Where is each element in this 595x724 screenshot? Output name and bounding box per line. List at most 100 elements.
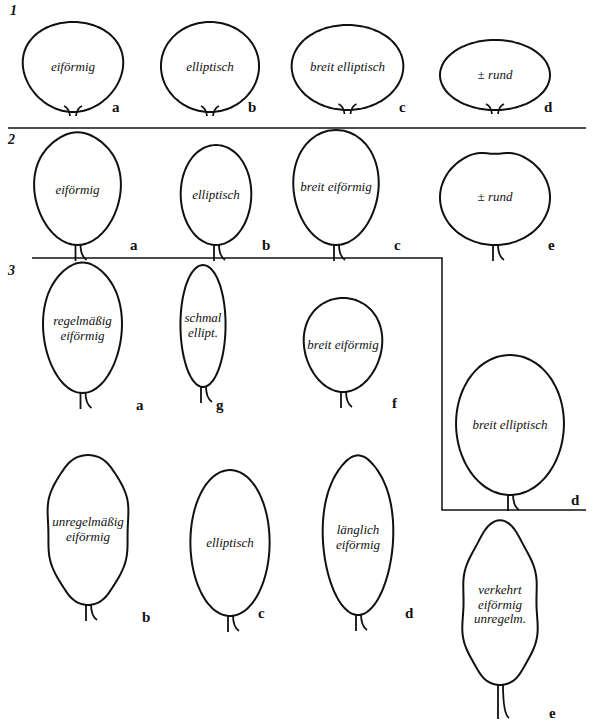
leaf-shape: unregelmäßig eiförmig bbox=[45, 455, 131, 605]
leaf-blade bbox=[161, 22, 259, 112]
text-holder: elliptisch bbox=[190, 470, 270, 616]
leaf-blade bbox=[292, 25, 404, 110]
figure-letter: a bbox=[112, 100, 120, 115]
figure-letter: d bbox=[571, 493, 579, 508]
leaf-blade bbox=[34, 132, 121, 245]
leaf-stalk bbox=[356, 614, 367, 631]
leaf-blade bbox=[48, 455, 129, 605]
leaf-stalk bbox=[498, 684, 509, 719]
leaf-blade bbox=[293, 130, 378, 245]
leaf-shape: elliptisch bbox=[180, 145, 252, 245]
leaf-blade bbox=[190, 470, 269, 616]
text-holder: breit eiförmig bbox=[300, 298, 386, 392]
leaf-stalk bbox=[81, 392, 92, 409]
leaf-shape: eiförmig bbox=[30, 135, 125, 245]
leaf-shape: eiförmig bbox=[18, 22, 128, 112]
shape-name: verkehrt eiförmig unregelm. bbox=[466, 583, 535, 628]
text-holder: länglich eiförmig bbox=[320, 460, 396, 615]
leaf-blade bbox=[43, 262, 122, 393]
shape-name: schmal ellipt. bbox=[183, 311, 223, 341]
leaf-blade bbox=[323, 455, 394, 615]
figure-letter: f bbox=[392, 396, 397, 411]
figure-letter: e bbox=[549, 706, 556, 721]
text-holder: verkehrt eiförmig unregelm. bbox=[460, 525, 540, 685]
leaf-stalk bbox=[64, 106, 82, 116]
figure-letter: g bbox=[216, 398, 224, 413]
figure-letter: d bbox=[544, 100, 552, 115]
leaf-shape: breit elliptisch bbox=[455, 355, 565, 495]
text-holder: breit elliptisch bbox=[290, 25, 405, 110]
text-holder: ± rund bbox=[440, 150, 550, 245]
figure-letter: a bbox=[136, 398, 144, 413]
leaf-shape: ± rund bbox=[440, 40, 550, 110]
leaf-blade bbox=[456, 355, 564, 495]
figure-letter: a bbox=[130, 238, 138, 253]
leaf-stalk bbox=[334, 244, 345, 261]
shape-name: breit elliptisch bbox=[473, 418, 548, 433]
figure-letter: c bbox=[258, 606, 265, 621]
figure-letter: e bbox=[548, 238, 555, 253]
group-number: 1 bbox=[10, 4, 17, 18]
leaf-stalk bbox=[86, 604, 97, 621]
leaf-stalk bbox=[201, 106, 219, 116]
shape-name: breit eiförmig bbox=[307, 338, 378, 353]
shape-name: unregelmäßig eiförmig bbox=[51, 515, 125, 545]
text-holder: unregelmäßig eiförmig bbox=[45, 455, 131, 605]
text-holder: elliptisch bbox=[180, 145, 252, 245]
shape-name: elliptisch bbox=[186, 60, 234, 75]
shape-name: ± rund bbox=[478, 190, 513, 205]
group-number: 3 bbox=[8, 264, 15, 278]
shape-name: breit elliptisch bbox=[310, 60, 385, 75]
divider-line bbox=[8, 127, 586, 129]
leaf-blade bbox=[304, 298, 383, 392]
figure-letter: c bbox=[399, 100, 406, 115]
text-holder: breit eiförmig bbox=[290, 130, 382, 245]
shape-name: regelmäßig eiförmig bbox=[46, 314, 119, 344]
leaf-stalk bbox=[493, 244, 504, 261]
leaf-stalk bbox=[214, 244, 225, 261]
leaf-shape: elliptisch bbox=[160, 22, 260, 112]
leaf-blade bbox=[440, 153, 550, 245]
leaf-stalk bbox=[76, 244, 87, 261]
shape-name: elliptisch bbox=[192, 188, 240, 203]
text-holder: eiförmig bbox=[30, 135, 125, 245]
leaf-shape: ± rund bbox=[440, 150, 550, 245]
shape-name: eiförmig bbox=[51, 60, 95, 75]
leaf-stalk bbox=[201, 386, 212, 403]
text-holder: ± rund bbox=[440, 40, 550, 110]
leaf-shape: elliptisch bbox=[190, 470, 270, 616]
leaf-shape: länglich eiförmig bbox=[320, 460, 396, 615]
shape-name: breit eiförmig bbox=[300, 180, 371, 195]
shape-name: länglich eiförmig bbox=[325, 523, 390, 553]
group-number: 2 bbox=[8, 133, 15, 147]
leaf-shape: regelmäßig eiförmig bbox=[40, 265, 125, 393]
text-holder: breit elliptisch bbox=[455, 355, 565, 495]
leaf-stalk bbox=[486, 104, 504, 114]
leaf-stalk bbox=[339, 104, 357, 114]
leaf-blade bbox=[462, 520, 537, 685]
leaf-stalk bbox=[228, 615, 239, 632]
text-holder: schmal ellipt. bbox=[180, 265, 226, 387]
text-holder: eiförmig bbox=[18, 22, 128, 112]
figure-letter: b bbox=[262, 238, 270, 253]
shape-name: elliptisch bbox=[206, 536, 254, 551]
figure-letter: b bbox=[248, 100, 256, 115]
figure-letter: b bbox=[142, 610, 150, 625]
shape-name: ± rund bbox=[478, 68, 513, 83]
leaf-shape: breit eiförmig bbox=[290, 130, 382, 245]
leaf-stalk bbox=[508, 494, 519, 511]
leaf-shape: verkehrt eiförmig unregelm. bbox=[460, 525, 540, 685]
leaf-shape: breit eiförmig bbox=[300, 298, 386, 392]
figure-letter: d bbox=[405, 606, 413, 621]
leaf-blade bbox=[180, 265, 225, 387]
leaf-blade bbox=[181, 145, 252, 245]
leaf-blade bbox=[440, 40, 550, 110]
shape-name: eiförmig bbox=[55, 183, 99, 198]
text-holder: regelmäßig eiförmig bbox=[40, 265, 125, 393]
leaf-shape: schmal ellipt. bbox=[180, 265, 226, 387]
leaf-shape: breit elliptisch bbox=[290, 25, 405, 110]
leaf-stalk bbox=[341, 391, 352, 408]
text-holder: elliptisch bbox=[160, 22, 260, 112]
figure-letter: c bbox=[394, 238, 401, 253]
leaf-blade bbox=[23, 22, 123, 112]
